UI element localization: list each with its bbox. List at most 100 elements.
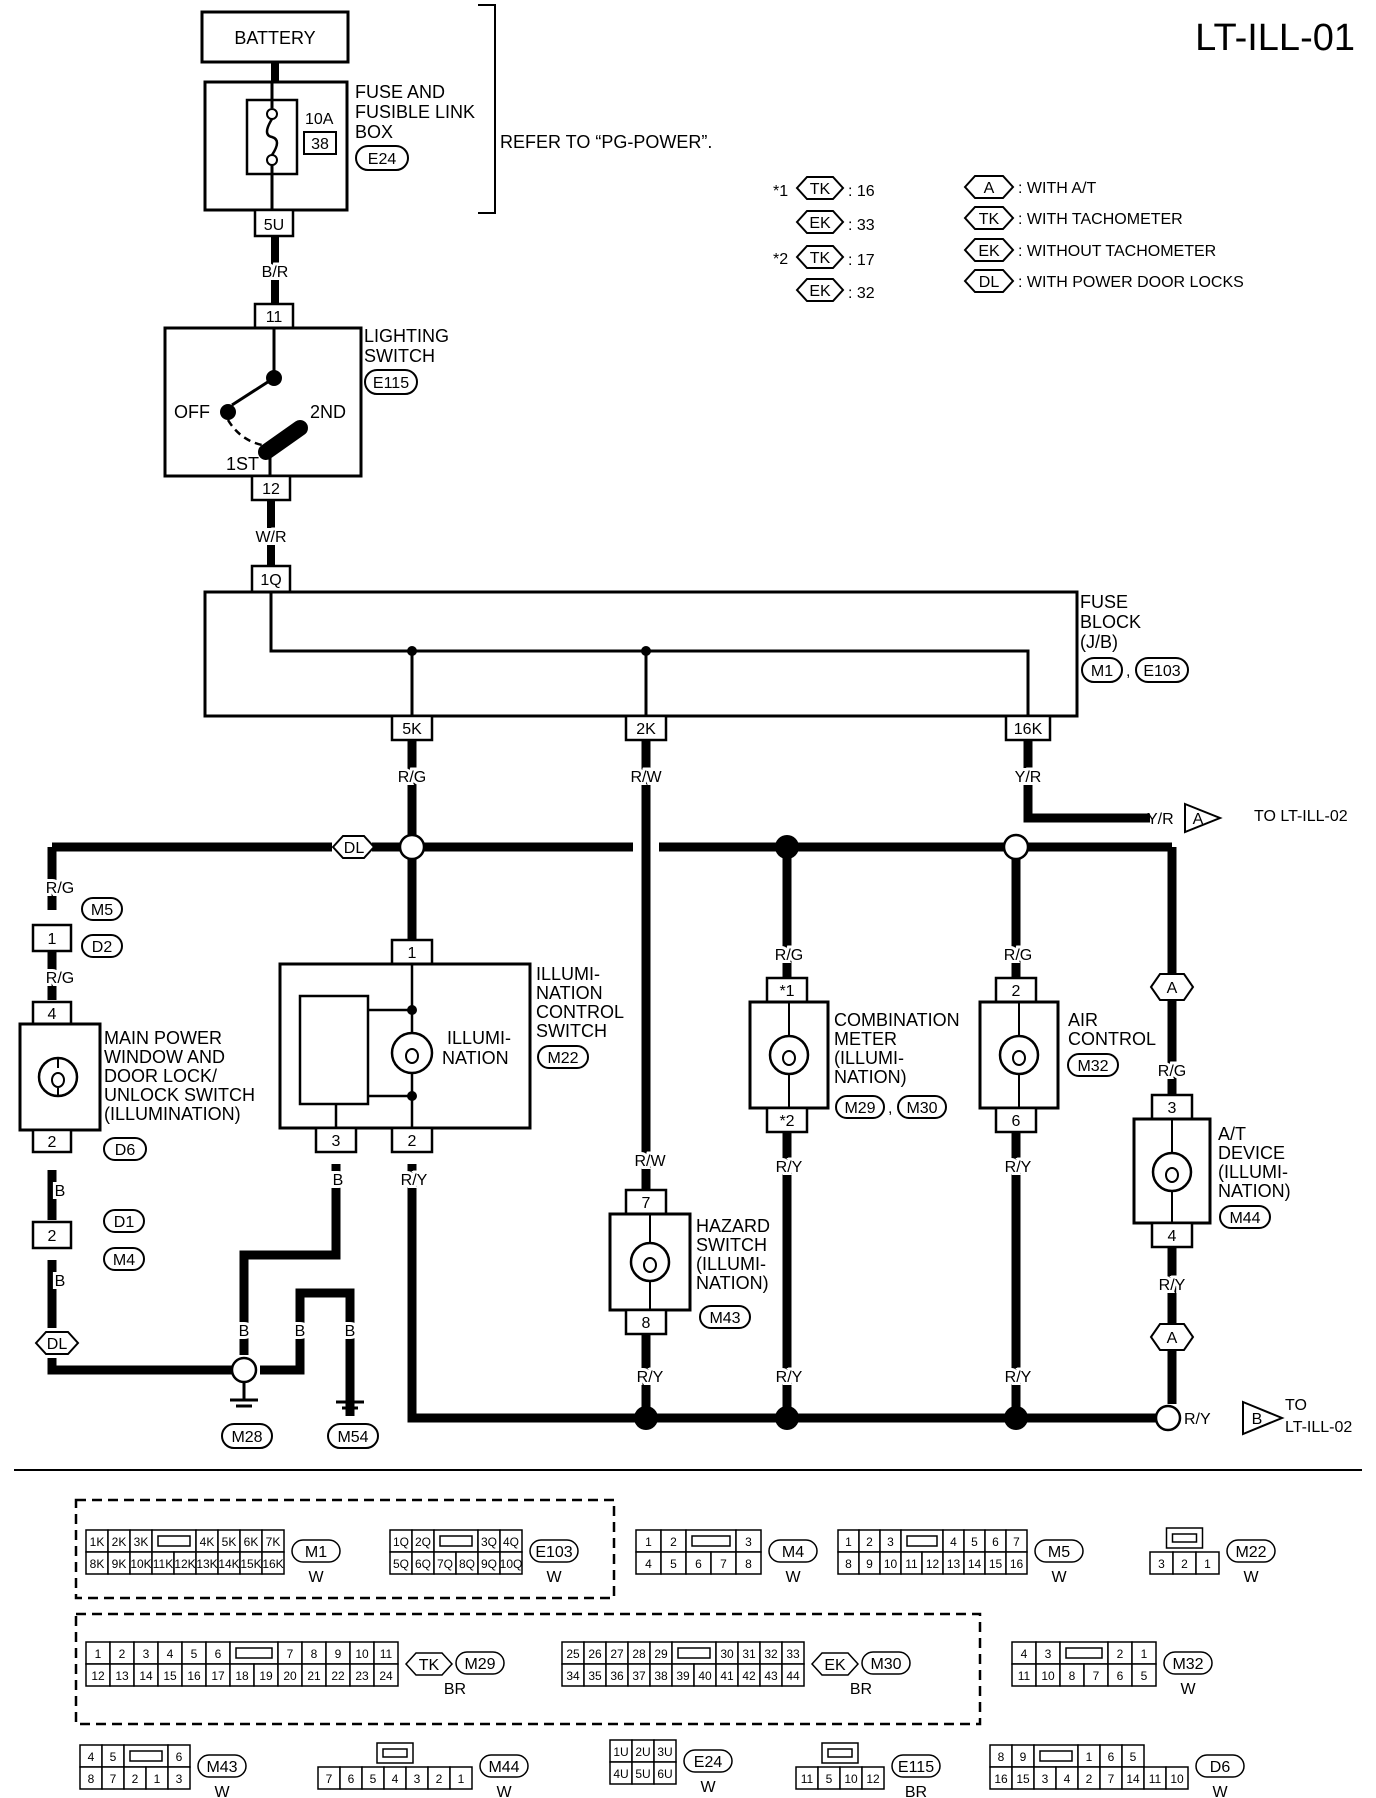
- connector-id: M43: [206, 1759, 237, 1776]
- svg-text:R/Y: R/Y: [1159, 1277, 1186, 1294]
- svg-text:R/G: R/G: [775, 947, 803, 964]
- svg-text:2: 2: [408, 1133, 417, 1150]
- connector-pin: 2: [436, 1772, 443, 1786]
- connector-pin: 1: [1086, 1750, 1093, 1764]
- at-name-4: NATION): [1218, 1181, 1291, 1201]
- svg-text:DL: DL: [979, 274, 1000, 291]
- connector-pin: 10Q: [500, 1557, 523, 1571]
- splice-ry-2: [775, 1406, 799, 1430]
- svg-text:: 32: : 32: [848, 285, 875, 302]
- connector-pin: 3: [176, 1772, 183, 1786]
- connector-pin: 12: [926, 1557, 940, 1571]
- svg-text:B: B: [55, 1273, 66, 1290]
- connector-pin: 5: [191, 1647, 198, 1661]
- ac-name-1: AIR: [1068, 1010, 1098, 1030]
- connector-color: W: [700, 1779, 716, 1796]
- connector-pin: 31: [742, 1647, 756, 1661]
- dl-marker-left: [34, 1331, 80, 1355]
- connector-pin: 15: [989, 1557, 1003, 1571]
- connector-pin: 1U: [613, 1745, 628, 1759]
- connector-pin: 5Q: [393, 1557, 409, 1571]
- connector-pin: 5: [1141, 1669, 1148, 1683]
- svg-text:: WITH TACHOMETER: : WITH TACHOMETER: [1018, 211, 1183, 228]
- svg-text:2: 2: [1012, 983, 1021, 1000]
- connector-pin: 14K: [218, 1557, 239, 1571]
- svg-text:R/G: R/G: [46, 970, 74, 987]
- connector-color: W: [1243, 1569, 1259, 1586]
- svg-text:NATION: NATION: [442, 1048, 509, 1068]
- connector-pin: 1: [1141, 1647, 1148, 1661]
- connector-pin: 39: [676, 1669, 690, 1683]
- hz-name-3: (ILLUMI-: [696, 1254, 766, 1274]
- to-b-arrow: [1242, 1400, 1285, 1436]
- connector-pin: 33: [786, 1647, 800, 1661]
- svg-text:DL: DL: [47, 1336, 68, 1353]
- svg-text:R/Y: R/Y: [637, 1369, 664, 1386]
- connector-pin: 35: [588, 1669, 602, 1683]
- connector-pin: 3K: [134, 1535, 149, 1549]
- svg-text:ILLUMI-: ILLUMI-: [447, 1028, 511, 1048]
- connector-pin: 5K: [222, 1535, 237, 1549]
- connector-pin: 2: [1181, 1557, 1188, 1571]
- connector-pin: 6: [215, 1647, 222, 1661]
- connector-pin: 4Q: [503, 1535, 519, 1549]
- connector-pin: 4: [1021, 1647, 1028, 1661]
- fb-conn-e103: E103: [1143, 663, 1180, 680]
- connector-color: W: [1180, 1681, 1196, 1698]
- refer-note: REFER TO “PG-POWER”.: [500, 132, 712, 152]
- connector-pin: 4: [392, 1772, 399, 1786]
- connector-pin: 21: [307, 1669, 321, 1683]
- svg-text:4: 4: [48, 1006, 57, 1023]
- svg-text:M32: M32: [1077, 1058, 1108, 1075]
- ac-name-2: CONTROL: [1068, 1029, 1156, 1049]
- connector-pin: 1: [1204, 1557, 1211, 1571]
- svg-text:M5: M5: [91, 902, 113, 919]
- connector-pin: 29: [654, 1647, 668, 1661]
- ls-name-1: LIGHTING: [364, 326, 449, 346]
- to-b-text-1: TO: [1285, 1397, 1307, 1414]
- splice-ry-1: [634, 1406, 658, 1430]
- svg-text:M29: M29: [844, 1100, 875, 1117]
- connector-id: E115: [898, 1759, 934, 1776]
- svg-text:1: 1: [408, 945, 417, 962]
- connector-pin: 2: [119, 1647, 126, 1661]
- connector-pin: 14: [139, 1669, 153, 1683]
- connector-pin: 42: [742, 1669, 756, 1683]
- connector-pin: 7K: [266, 1535, 281, 1549]
- connector-pin: 11: [905, 1557, 918, 1571]
- connector-pin: 16K: [262, 1557, 283, 1571]
- connector-pin: 5: [1130, 1750, 1137, 1764]
- svg-text:7: 7: [642, 1195, 651, 1212]
- svg-text:R/Y: R/Y: [401, 1172, 428, 1189]
- svg-text:: 33: : 33: [848, 217, 875, 234]
- connector-pin: 4K: [200, 1535, 215, 1549]
- battery-label: BATTERY: [234, 28, 315, 48]
- svg-text:R/G: R/G: [1004, 947, 1032, 964]
- connector-pin: 5: [670, 1557, 677, 1571]
- splice-rg-1: [398, 833, 426, 861]
- svg-text:1: 1: [48, 931, 57, 948]
- svg-text:: WITHOUT TACHOMETER: : WITHOUT TACHOMETER: [1018, 243, 1216, 260]
- connector-pin: 13: [947, 1557, 961, 1571]
- connector-pin: 8: [745, 1557, 752, 1571]
- connector-pin: 34: [566, 1669, 580, 1683]
- connector-pin: 41: [720, 1669, 734, 1683]
- connector-pin: 5: [370, 1772, 377, 1786]
- connector-pin: 2Q: [415, 1535, 431, 1549]
- battery-block: BATTERY: [200, 10, 350, 64]
- connector-pin: 6: [1108, 1750, 1115, 1764]
- connector-pin: 5: [826, 1772, 833, 1786]
- connector-color: W: [308, 1569, 324, 1586]
- connector-pin: 15: [163, 1669, 177, 1683]
- connector-pin: 16: [187, 1669, 201, 1683]
- svg-text:B: B: [239, 1323, 250, 1340]
- connector-pin: 3: [1042, 1772, 1049, 1786]
- svg-text:*1: *1: [779, 983, 794, 1000]
- wire-b-r: B/R: [262, 264, 289, 281]
- connector-pin: 10: [1041, 1669, 1055, 1683]
- connector-id: M32: [1172, 1656, 1203, 1673]
- connector-pin: 2: [1117, 1647, 1124, 1661]
- connector-pin: 8: [88, 1772, 95, 1786]
